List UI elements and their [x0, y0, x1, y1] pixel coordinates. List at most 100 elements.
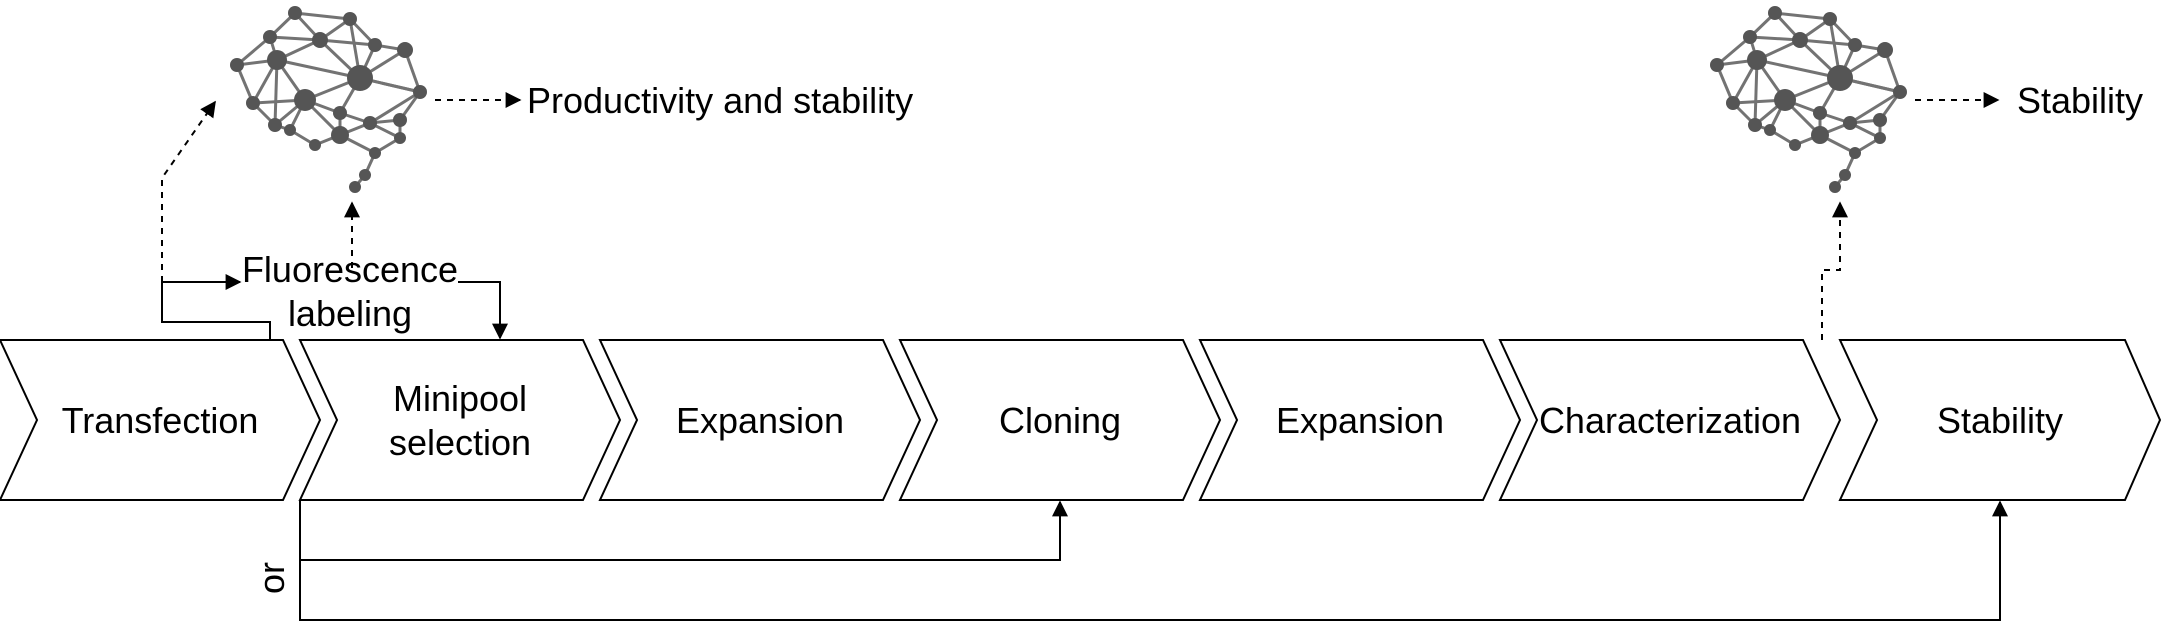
network-node: [368, 38, 382, 52]
fluorescence-labeling-label-line-2: labeling: [288, 293, 412, 334]
network-node: [363, 116, 377, 130]
network-node: [263, 30, 277, 44]
minipool-to-cloning-connector: [299, 500, 1068, 561]
stage-expansion-2-shape: [1198, 339, 1522, 501]
network-node: [343, 12, 357, 26]
network-edge: [276, 58, 361, 80]
stage-minipool-selection-shape: [298, 339, 622, 501]
network-node: [397, 42, 413, 58]
network-node: [294, 89, 316, 111]
network-node: [1813, 106, 1827, 120]
network-node: [284, 124, 296, 136]
stability-output-label: Stability: [2017, 80, 2143, 121]
network-node: [1743, 30, 1757, 44]
network-node: [347, 65, 373, 91]
or-label: or: [251, 562, 292, 594]
network-node: [1829, 181, 1841, 193]
network-node: [267, 50, 287, 70]
network-edge: [273, 59, 279, 126]
stage-transfection-label: Transfection: [62, 400, 259, 441]
stage-stability-shape: [1838, 339, 2162, 501]
network-node: [312, 32, 328, 48]
network-node: [1823, 12, 1837, 26]
network-node: [1748, 118, 1762, 132]
network-node: [1874, 132, 1886, 144]
minipool-to-stability-connector: [299, 500, 2008, 621]
network-node: [1726, 96, 1740, 110]
network-node: [1789, 139, 1801, 151]
network-node: [246, 96, 260, 110]
network-edge: [294, 11, 351, 21]
network-edge: [1774, 11, 1831, 21]
alternative-paths: or: [251, 500, 2008, 621]
fluorescence-labeling-step: Fluorescence labeling: [161, 249, 508, 340]
network-node: [1747, 50, 1767, 70]
stage-characterization: Characterization: [1498, 339, 1842, 501]
network-node: [369, 147, 381, 159]
network-edge: [1756, 58, 1841, 80]
network-node: [1774, 89, 1796, 111]
stage-minipool-selection: Minipool selection: [298, 339, 622, 501]
stage-minipool-selection-label-line-2: selection: [389, 422, 531, 463]
fluorescence-labeling-label-line-1: Fluorescence: [242, 249, 458, 290]
network-edge: [1849, 90, 1901, 125]
network-node: [1792, 32, 1808, 48]
stage-minipool-selection-label-line-1: Minipool: [393, 378, 527, 419]
stage-expansion-2: Expansion: [1198, 339, 1522, 501]
stage-expansion-1: Expansion: [598, 339, 922, 501]
network-node: [1843, 116, 1857, 130]
stage-cloning: Cloning: [898, 339, 1222, 501]
network-node: [1768, 6, 1782, 20]
network-edge: [1753, 59, 1759, 126]
network-node: [413, 85, 427, 99]
network-node: [1811, 126, 1829, 144]
network-node: [333, 106, 347, 120]
characterization-to-network-dashed-arrow: [1821, 201, 1848, 340]
right-analysis-output: Stability: [1710, 6, 2143, 340]
stage-stability-label: Stability: [1937, 400, 2063, 441]
network-node: [1764, 124, 1776, 136]
stage-cloning-shape: [898, 339, 1222, 501]
network-edge: [1716, 35, 1751, 67]
network-node: [394, 132, 406, 144]
network-node: [1839, 169, 1851, 181]
network-node: [288, 6, 302, 20]
stage-expansion-2-label: Expansion: [1276, 400, 1444, 441]
network-node: [1710, 58, 1724, 72]
neural-network-icon: [230, 6, 427, 193]
neural-network-icon: [1710, 6, 1907, 193]
stage-expansion-1-shape: [598, 339, 922, 501]
network-edge: [1799, 38, 1856, 47]
network-node: [1877, 42, 1893, 58]
network-node: [359, 169, 371, 181]
labeling-to-minipool-connector: [458, 281, 508, 340]
stage-cloning-label: Cloning: [999, 400, 1121, 441]
stage-expansion-1-label: Expansion: [676, 400, 844, 441]
network-node: [1827, 65, 1853, 91]
network-node: [230, 58, 244, 72]
network-edge: [269, 35, 321, 42]
network-edge: [1749, 35, 1801, 42]
stage-transfection: Transfection: [0, 339, 322, 501]
network-node: [309, 139, 321, 151]
stage-transfection-shape: [0, 339, 322, 501]
network-node: [331, 126, 349, 144]
network-node: [1849, 147, 1861, 159]
transfection-to-network-dashed-arrow: [161, 100, 216, 282]
left-analysis-output: Productivity and stability: [161, 6, 913, 282]
network-edge: [319, 38, 376, 47]
network-edge: [236, 35, 271, 67]
network-node: [349, 181, 361, 193]
stage-stability: Stability: [1838, 339, 2162, 501]
network-edge: [369, 90, 421, 125]
network-node: [1848, 38, 1862, 52]
network-node: [1873, 113, 1887, 127]
network-node: [268, 118, 282, 132]
stage-row: Transfection Minipool selection Expansio…: [0, 339, 2162, 501]
stage-characterization-label: Characterization: [1539, 400, 1801, 441]
productivity-and-stability-label: Productivity and stability: [527, 80, 913, 121]
stage-characterization-shape: [1498, 339, 1842, 501]
transfection-to-labeling-connector: [161, 274, 271, 340]
network-node: [393, 113, 407, 127]
